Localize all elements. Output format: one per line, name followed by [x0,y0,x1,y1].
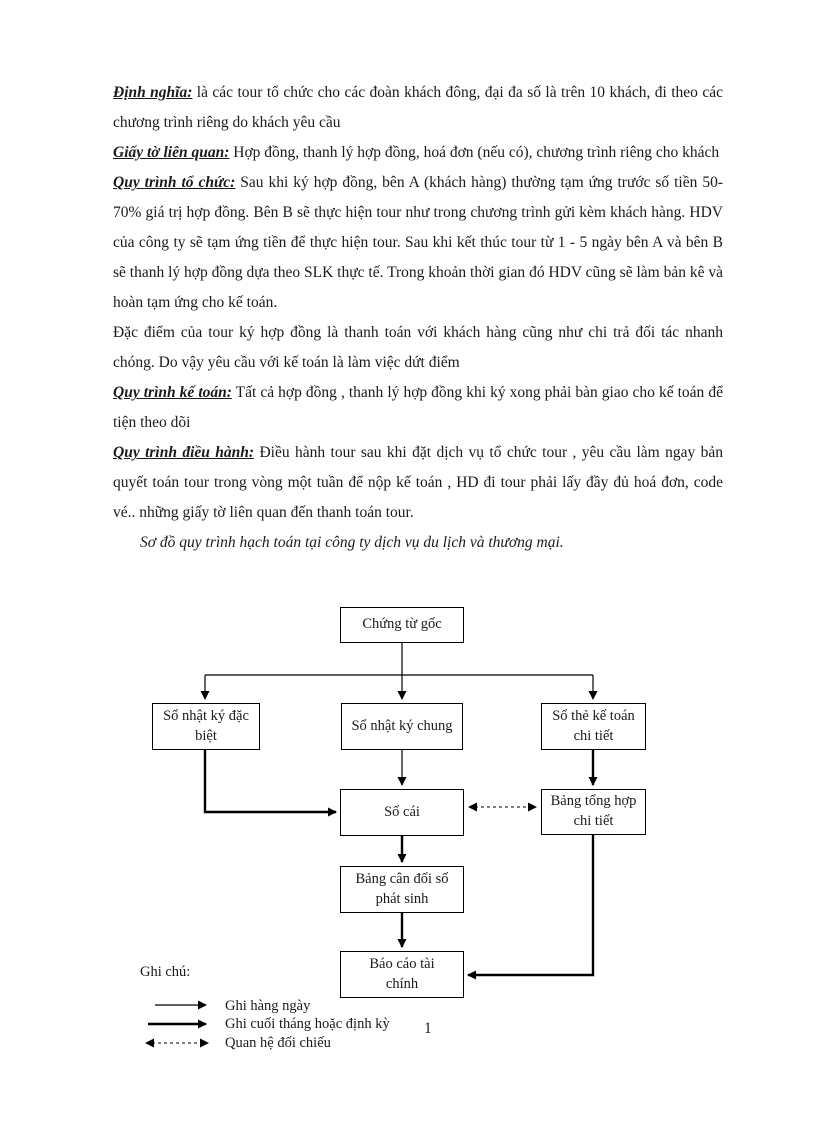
box-so-the-ke-toan: Sổ thẻ kế toán chi tiết [541,703,646,750]
paragraph-text: Điều hành tour sau khi đặt dịch vụ tổ ch… [113,444,723,521]
paragraph-lead: Quy trình kế toán: [113,384,232,401]
box-bang-can-doi: Bảng cân đối số phát sinh [340,866,464,913]
box-bang-tong-hop: Bảng tổng hợp chi tiết [541,789,646,835]
box-bao-cao-tai-chinh: Báo cáo tài chính [340,951,464,998]
connector-lines [145,643,598,1048]
paragraph-quy-trinh-dieu-hanh: Quy trình điều hành: Điều hành tour sau … [113,438,723,528]
box-so-nhat-ky-dac-biet: Sổ nhật ký đặc biệt [152,703,260,750]
paragraph-dinh-nghia: Định nghĩa: là các tour tổ chức cho các … [113,78,723,138]
legend-title: Ghi chú: [140,964,191,980]
connector-dac-biet-to-so-cai [203,750,337,817]
paragraph-text: Đặc điểm của tour ký hợp đồng là thanh t… [113,324,723,371]
paragraph-quy-trinh-to-chuc: Quy trình tổ chức: Sau khi ký hợp đồng, … [113,168,723,318]
legend-label-periodic: Ghi cuối tháng hoặc định kỳ [225,1016,390,1032]
diagram-caption: Sơ đồ quy trình hạch toán tại công ty dị… [140,534,564,551]
paragraph-quy-trinh-ke-toan: Quy trình kế toán: Tất cả hợp đồng , tha… [113,378,723,438]
paragraph-lead: Quy trình điều hành: [113,444,255,461]
connector-tong-hop-to-bao-cao [467,835,595,980]
legend-label-daily: Ghi hàng ngày [225,998,311,1014]
page-number: 1 [424,1020,432,1037]
paragraph-lead: Quy trình tổ chức: [113,174,236,191]
paragraph-text: là các tour tổ chức cho các đoàn khách đ… [113,84,723,131]
paragraph-text: Sau khi ký hợp đồng, bên A (khách hàng) … [113,174,723,311]
paragraph-giay-to: Giấy tờ liên quan: Hợp đồng, thanh lý hợ… [113,138,723,168]
paragraph-dac-diem: Đặc điểm của tour ký hợp đồng là thanh t… [113,318,723,378]
flowchart: Chứng từ gốc Sổ nhật ký đặc biệt Sổ nhật… [0,600,816,1110]
box-so-nhat-ky-chung: Sổ nhật ký chung [341,703,463,750]
paragraph-lead: Định nghĩa: [113,84,193,101]
paragraph-text: Tất cả hợp đồng , thanh lý hợp đồng khi … [113,384,723,431]
box-so-cai: Sổ cái [340,789,464,836]
legend-label-reconciliation: Quan hệ đối chiếu [225,1035,331,1051]
paragraph-text: Hợp đồng, thanh lý hợp đồng, hoá đơn (nế… [229,144,720,161]
box-chung-tu-goc: Chứng từ gốc [340,607,464,643]
text-body: Định nghĩa: là các tour tổ chức cho các … [113,78,723,558]
paragraph-lead: Giấy tờ liên quan: [113,144,230,161]
